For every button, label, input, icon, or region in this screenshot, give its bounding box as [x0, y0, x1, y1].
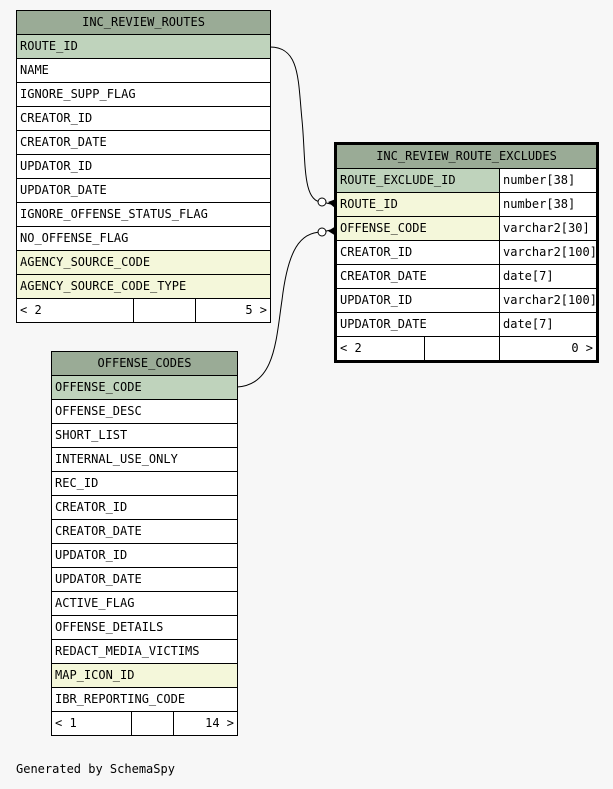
column-type: date[7]	[498, 312, 598, 337]
column-row[interactable]: INTERNAL_USE_ONLY	[51, 447, 238, 472]
footer-parents-count[interactable]: 5 >	[194, 298, 272, 323]
column-row[interactable]: OFFENSE_DETAILS	[51, 615, 238, 640]
column-name[interactable]: NAME	[15, 58, 272, 83]
column-row[interactable]: AGENCY_SOURCE_CODE_TYPE	[15, 274, 272, 299]
column-name[interactable]: NO_OFFENSE_FLAG	[15, 226, 272, 251]
column-type: number[38]	[498, 192, 598, 217]
column-name[interactable]: AGENCY_SOURCE_CODE_TYPE	[15, 274, 272, 299]
footer-parents-count[interactable]: 14 >	[173, 711, 238, 736]
column-name[interactable]: OFFENSE_CODE	[336, 216, 500, 241]
column-name[interactable]: OFFENSE_DESC	[51, 399, 238, 424]
column-row[interactable]: UPDATOR_DATE	[15, 178, 272, 203]
column-name[interactable]: AGENCY_SOURCE_CODE	[15, 250, 272, 275]
column-row[interactable]: ACTIVE_FLAG	[51, 591, 238, 616]
column-row[interactable]: ROUTE_ID	[15, 34, 272, 59]
column-row[interactable]: CREATOR_DATE	[51, 519, 238, 544]
column-row[interactable]: IGNORE_SUPP_FLAG	[15, 82, 272, 107]
column-type: varchar2[100]	[498, 288, 598, 313]
column-row[interactable]: MAP_ICON_ID	[51, 663, 238, 688]
edge-route-id-zero-marker	[317, 197, 327, 207]
column-row[interactable]: OFFENSE_CODE	[51, 375, 238, 400]
column-row[interactable]: UPDATOR_ID	[15, 154, 272, 179]
column-row[interactable]: NO_OFFENSE_FLAG	[15, 226, 272, 251]
column-row[interactable]: NAME	[15, 58, 272, 83]
column-name[interactable]: UPDATOR_ID	[336, 288, 500, 313]
column-name[interactable]: UPDATOR_DATE	[51, 567, 238, 592]
column-name[interactable]: MAP_ICON_ID	[51, 663, 238, 688]
column-row[interactable]: UPDATOR_ID	[51, 543, 238, 568]
column-name[interactable]: OFFENSE_DETAILS	[51, 615, 238, 640]
column-name[interactable]: CREATOR_ID	[336, 240, 500, 265]
column-name[interactable]: CREATOR_DATE	[51, 519, 238, 544]
generated-by-label: Generated by SchemaSpy	[16, 762, 175, 776]
table-title[interactable]: INC_REVIEW_ROUTE_EXCLUDES	[335, 144, 598, 169]
table-inc-review-route-excludes[interactable]: INC_REVIEW_ROUTE_EXCLUDES ROUTE_EXCLUDE_…	[333, 142, 600, 363]
column-name[interactable]: CREATOR_ID	[15, 106, 272, 131]
column-name[interactable]: ROUTE_ID	[15, 34, 272, 59]
column-name[interactable]: IGNORE_OFFENSE_STATUS_FLAG	[15, 202, 272, 227]
column-name[interactable]: CREATOR_DATE	[15, 130, 272, 155]
column-name[interactable]: CREATOR_DATE	[336, 264, 500, 289]
column-row[interactable]: REC_ID	[51, 471, 238, 496]
column-row[interactable]: OFFENSE_DESC	[51, 399, 238, 424]
column-name[interactable]: UPDATOR_DATE	[336, 312, 500, 337]
edge-route-id	[269, 46, 336, 206]
column-row[interactable]: CREATOR_DATE	[15, 130, 272, 155]
footer-parents-count[interactable]: 0 >	[498, 336, 598, 361]
column-type: date[7]	[498, 264, 598, 289]
column-name[interactable]: INTERNAL_USE_ONLY	[51, 447, 238, 472]
column-name[interactable]: IBR_REPORTING_CODE	[51, 687, 238, 712]
column-name[interactable]: SHORT_LIST	[51, 423, 238, 448]
column-name[interactable]: ROUTE_ID	[336, 192, 500, 217]
footer-children-count[interactable]: < 2	[336, 336, 425, 361]
column-row[interactable]: IGNORE_OFFENSE_STATUS_FLAG	[15, 202, 272, 227]
column-row[interactable]: SHORT_LIST	[51, 423, 238, 448]
column-row[interactable]: AGENCY_SOURCE_CODE	[15, 250, 272, 275]
column-name[interactable]: OFFENSE_CODE	[51, 375, 238, 400]
column-type: varchar2[100]	[498, 240, 598, 265]
column-name[interactable]: UPDATOR_DATE	[15, 178, 272, 203]
footer-children-count[interactable]: < 1	[51, 711, 132, 736]
edge-offense-code-zero-marker	[317, 227, 327, 237]
column-name[interactable]: UPDATOR_ID	[51, 543, 238, 568]
column-name[interactable]: CREATOR_ID	[51, 495, 238, 520]
column-type: number[38]	[498, 168, 598, 193]
column-row[interactable]: IBR_REPORTING_CODE	[51, 687, 238, 712]
column-row[interactable]: CREATOR_ID	[51, 495, 238, 520]
column-row[interactable]: CREATOR_ID	[15, 106, 272, 131]
edge-offense-code	[236, 228, 336, 388]
column-name[interactable]: UPDATOR_ID	[15, 154, 272, 179]
column-name[interactable]: ROUTE_EXCLUDE_ID	[336, 168, 500, 193]
table-title[interactable]: INC_REVIEW_ROUTES	[15, 10, 272, 35]
edge-offense-code-crowfoot	[328, 226, 336, 236]
footer-spacer	[424, 336, 500, 361]
footer-spacer	[133, 298, 196, 323]
column-name[interactable]: IGNORE_SUPP_FLAG	[15, 82, 272, 107]
footer-spacer	[131, 711, 174, 736]
table-title[interactable]: OFFENSE_CODES	[51, 351, 238, 376]
column-name[interactable]: REC_ID	[51, 471, 238, 496]
column-row[interactable]: REDACT_MEDIA_VICTIMS	[51, 639, 238, 664]
column-type: varchar2[30]	[498, 216, 598, 241]
column-name[interactable]: REDACT_MEDIA_VICTIMS	[51, 639, 238, 664]
column-name[interactable]: ACTIVE_FLAG	[51, 591, 238, 616]
column-row[interactable]: UPDATOR_DATE	[51, 567, 238, 592]
edge-route-id-crowfoot	[328, 199, 336, 209]
footer-children-count[interactable]: < 2	[16, 298, 134, 323]
